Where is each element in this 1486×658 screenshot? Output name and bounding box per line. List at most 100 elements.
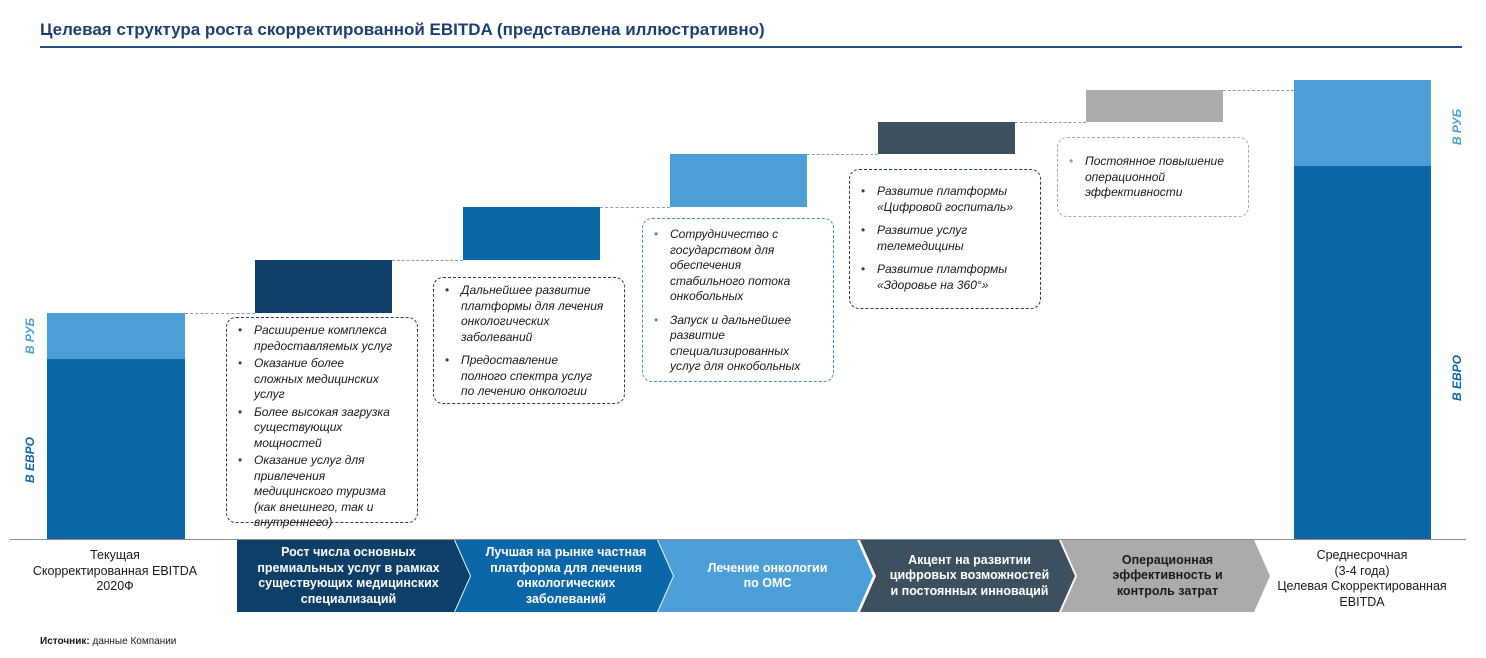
step-bar-0 xyxy=(255,260,392,314)
chevron-4-line-1: эффективность и xyxy=(1112,568,1223,583)
end-label-line-2: Целевая Скорректированная xyxy=(1277,579,1447,593)
chevron-0-line-1: премиальных услуг в рамках xyxy=(257,560,440,575)
chevron-1 xyxy=(455,540,673,612)
note-2-item-0-line-1: государством для xyxy=(670,242,775,257)
chevron-3-line-0: Акцент на развитии xyxy=(908,552,1031,567)
connector-1 xyxy=(392,260,463,262)
note-list-4: Постоянное повышениеоперационнойэффектив… xyxy=(1066,154,1242,201)
chevron-0-line-2: существующих медицинских xyxy=(258,576,439,590)
note-3-item-2-line-0: Развитие платформы xyxy=(877,262,1008,276)
rub-label-left: В РУБ xyxy=(23,318,38,355)
note-1-item-0-line-1: платформы для лечения xyxy=(461,298,604,313)
note-0-item-1-line-2: услуг xyxy=(254,387,285,401)
total-bar-1-segment-0 xyxy=(1294,165,1431,539)
source-label: Источник: xyxy=(40,636,90,647)
step-bar-2 xyxy=(670,154,807,208)
end-label-line-3: EBITDA xyxy=(1339,594,1385,609)
end-label-line-1: (3-4 года) xyxy=(1334,563,1390,578)
connector-4 xyxy=(1015,121,1086,123)
note-0-item-0-line-0: Расширение комплекса xyxy=(254,323,387,337)
step-bar-1 xyxy=(463,207,600,261)
note-box-4: Постоянное повышениеоперационнойэффектив… xyxy=(1057,137,1249,217)
note-4-item-0-line-1: операционной xyxy=(1085,169,1166,184)
end-category-label: Среднесрочная(3-4 года)Целевая Скорректи… xyxy=(1262,548,1462,610)
source-note: Источник: данные Компании xyxy=(40,636,176,647)
note-0-item-2-line-1: существующих xyxy=(254,420,343,434)
chevron-4 xyxy=(1061,540,1270,612)
note-3-item-2-line-1: «Здоровье на 360°» xyxy=(877,277,989,292)
end-label-line-0: Среднесрочная xyxy=(1316,548,1408,562)
start-label-line-1: Скорректированная EBITDA xyxy=(32,563,198,578)
note-0-item-3-line-0: Оказание услуг для xyxy=(254,453,365,467)
note-2-item-0-line-2: обеспечения xyxy=(670,258,742,272)
note-3-item-1-line-0: Развитие услуг xyxy=(877,223,968,237)
note-3-item-2: Развитие платформы«Здоровье на 360°» xyxy=(858,262,1034,293)
note-1-item-0-line-3: заболеваний xyxy=(461,329,533,344)
note-0-item-2: Более высокая загрузкасуществующихмощнос… xyxy=(235,405,411,452)
chevron-0-line-0: Рост числа основных xyxy=(281,545,416,559)
note-0-item-2-line-2: мощностей xyxy=(254,435,322,450)
note-2-item-1: Запуск и дальнейшееразвитиеспециализиров… xyxy=(651,313,827,375)
step-bar-4 xyxy=(1086,89,1223,122)
chevron-2-line-1: по ОМС xyxy=(743,576,792,590)
page-title: Целевая структура роста скорректированно… xyxy=(40,20,765,39)
chevron-1-line-1: платформа для лечения xyxy=(490,560,642,575)
chevron-4-line-2: контроль затрат xyxy=(1116,583,1219,598)
step-bar-3 xyxy=(878,121,1015,155)
eur-label-left: В ЕВРО xyxy=(23,436,38,484)
start-label-line-2: 2020Ф xyxy=(96,579,134,593)
chevron-4-line-0: Операционная xyxy=(1121,552,1214,567)
chevron-0 xyxy=(237,540,470,612)
note-4-item-0-line-0: Постоянное повышение xyxy=(1085,154,1224,168)
chevron-1-line-2: онкологических xyxy=(516,576,616,590)
chevron-2-line-0: Лечение онкологии xyxy=(707,560,828,575)
total-bar-1-segment-1 xyxy=(1294,80,1431,166)
note-2-item-0-line-4: онкобольных xyxy=(670,289,744,303)
chevron-3 xyxy=(860,540,1075,612)
connector-5 xyxy=(1223,89,1294,91)
note-4-item-0: Постоянное повышениеоперационнойэффектив… xyxy=(1066,154,1242,201)
note-0-item-3: Оказание услуг дляпривлечениямедицинског… xyxy=(235,453,411,531)
note-0-item-3-line-4: внутреннего) xyxy=(254,515,333,529)
chevron-3-line-2: и постоянных инноваций xyxy=(890,583,1049,598)
chevron-1-line-0: Лучшая на рынке частная xyxy=(485,545,647,559)
note-0-item-3-line-2: медицинского туризма xyxy=(254,484,386,498)
note-1-item-0-line-0: Дальнейшее развитие xyxy=(461,283,591,297)
note-2-item-0-line-0: Сотрудничество с xyxy=(670,227,779,241)
connector-0 xyxy=(185,313,255,315)
note-2-item-1-line-3: услуг для онкобольных xyxy=(670,359,801,373)
total-bar-0-segment-0 xyxy=(47,359,185,539)
total-bar-0-segment-1 xyxy=(47,313,185,360)
chevron-3-line-1: цифровых возможностей xyxy=(889,568,1050,583)
note-3-item-0-line-1: «Цифровой госпиталь» xyxy=(877,199,1014,214)
chevron-1-line-3: заболеваний xyxy=(525,591,607,606)
note-0-item-3-line-3: (как внешнего, так и xyxy=(254,499,374,514)
chart-baseline xyxy=(10,539,1466,540)
note-list-3: Развитие платформы«Цифровой госпиталь»Ра… xyxy=(858,184,1034,293)
note-3-item-0-line-0: Развитие платформы xyxy=(877,184,1008,198)
connector-3 xyxy=(807,154,878,156)
note-4-item-0-line-2: эффективности xyxy=(1085,185,1183,199)
connector-2 xyxy=(600,207,670,209)
note-2-item-1-line-1: развитие xyxy=(670,328,725,342)
note-2-item-1-line-2: специализированных xyxy=(670,343,790,358)
note-3-item-1-line-1: телемедицины xyxy=(877,238,964,253)
eur-label-right: В ЕВРО xyxy=(1450,354,1465,402)
